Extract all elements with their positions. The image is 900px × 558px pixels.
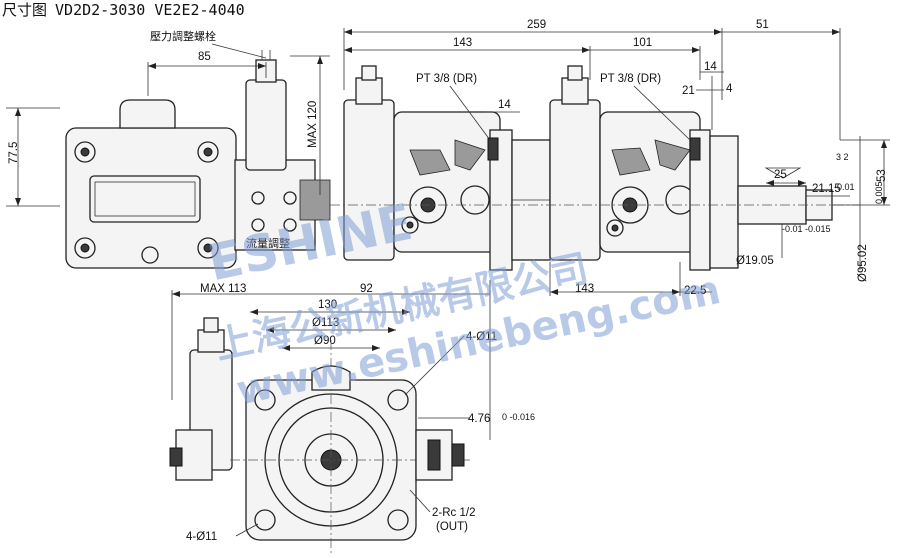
dim-4-76-tol: 0 -0.016 bbox=[502, 412, 535, 422]
dim-21: 21 bbox=[682, 85, 695, 97]
dim-14-b: 14 bbox=[704, 61, 717, 73]
dim-53: 53 bbox=[876, 169, 888, 182]
front-view: PT 3/8 (DR) 14 bbox=[330, 61, 890, 297]
top-dimensions: 259 51 143 101 bbox=[343, 19, 841, 140]
dim-77-5: 77.5 bbox=[8, 142, 20, 164]
label-flow-adjust: 流量調整 bbox=[246, 236, 290, 250]
dim-phi19: Ø19.05 bbox=[736, 255, 774, 267]
dim-phi90: Ø90 bbox=[314, 335, 336, 347]
dim-phi95: Ø95.02 bbox=[857, 244, 869, 282]
dim-22-5: 22.5 bbox=[684, 285, 706, 297]
label-pressure-screw: 壓力調整螺栓 bbox=[150, 29, 216, 43]
dim-phi95-tol: 0.005 bbox=[874, 181, 884, 204]
label-pt-dr-1: PT 3/8 (DR) bbox=[416, 73, 477, 85]
dim-143-bottom: 143 bbox=[575, 283, 594, 295]
dim-101: 101 bbox=[633, 37, 652, 49]
dim-130: 130 bbox=[318, 299, 337, 311]
end-view: MAX 113 92 130 Ø113 Ø90 bbox=[169, 280, 535, 555]
dim-259: 259 bbox=[527, 19, 546, 31]
dim-phi113: Ø113 bbox=[312, 317, 339, 329]
dim-92: 92 bbox=[360, 283, 373, 295]
label-rc-port: 2-Rc 1/2 bbox=[432, 507, 475, 519]
dim-max-113: MAX 113 bbox=[200, 283, 246, 295]
dim-51: 51 bbox=[756, 19, 769, 31]
label-out-port: (OUT) bbox=[436, 521, 468, 533]
drawing-title: 尺寸图 VD2D2-3030 VE2E2-4040 bbox=[2, 0, 245, 20]
title-models: VD2D2-3030 VE2E2-4040 bbox=[55, 1, 245, 19]
label-pt-dr-2: PT 3/8 (DR) bbox=[600, 73, 661, 85]
dim-key-tol: -0.01 bbox=[834, 182, 855, 192]
dim-max-120: MAX 120 bbox=[307, 101, 319, 148]
title-chinese: 尺寸图 bbox=[2, 1, 48, 19]
dim-4-76: 4.76 bbox=[468, 413, 490, 425]
dim-25: 25 bbox=[774, 169, 787, 181]
dim-phi19-tol: -0.01 -0.015 bbox=[782, 224, 831, 234]
dim-4: 4 bbox=[726, 83, 733, 95]
dim-21-15: 21.15 bbox=[812, 183, 841, 195]
dim-143-top: 143 bbox=[453, 37, 472, 49]
label-holes-bottom: 4-Ø11 bbox=[186, 531, 217, 543]
dim-key-3-2: 3 2 bbox=[836, 152, 849, 162]
side-view: 77.5 bbox=[6, 29, 331, 269]
dim-14-a: 14 bbox=[498, 99, 511, 111]
label-holes-top: 4-Ø11 bbox=[466, 331, 497, 343]
dim-85: 85 bbox=[198, 51, 211, 63]
